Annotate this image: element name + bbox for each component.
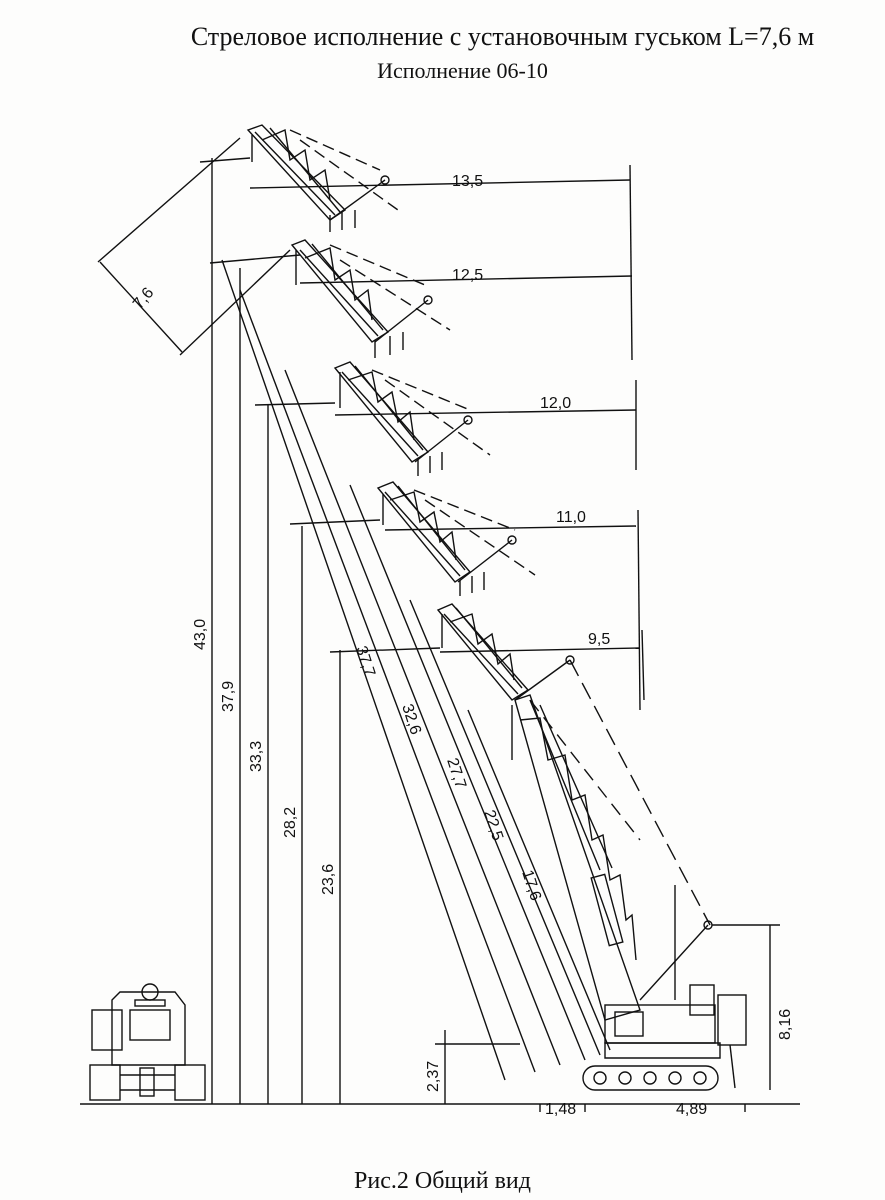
radius-label-4: 11,0 — [556, 509, 586, 526]
boom-length-label-1: 37,7 — [352, 644, 378, 679]
boom-tip-5 — [436, 603, 575, 760]
track-left-label: 1,48 — [545, 1101, 576, 1118]
radius-dimension-lines — [249, 164, 645, 711]
base-height-label: 8,16 — [777, 1009, 794, 1040]
boom-length-label-3: 27,7 — [443, 756, 469, 791]
pivot-height-label: 2,37 — [425, 1061, 442, 1092]
boom-length-lines — [221, 259, 611, 1081]
figure-caption: Рис.2 Общий вид — [354, 1168, 531, 1194]
boom-tip-1 — [246, 124, 399, 232]
height-label-4: 28,2 — [282, 807, 299, 838]
drawing-title: Стреловое исполнение с установочным гусь… — [190, 22, 815, 51]
radius-label-2: 12,5 — [452, 267, 483, 284]
jib-dimension — [97, 137, 291, 356]
boom-length-label-5: 17,6 — [518, 868, 544, 903]
height-label-3: 33,3 — [248, 741, 265, 772]
height-dimension-lines — [199, 157, 441, 1104]
track-right-label: 4,89 — [676, 1101, 707, 1118]
crane-base — [582, 984, 747, 1091]
drawing-subtitle: Исполнение 06-10 — [377, 58, 548, 83]
boom-tip-4 — [376, 481, 536, 596]
height-label-2: 37,9 — [220, 681, 237, 712]
main-boom — [514, 659, 713, 1021]
crane-front-view — [89, 983, 206, 1101]
radius-label-1: 13,5 — [452, 173, 483, 190]
jib-length-label: 7,6 — [130, 285, 157, 313]
height-label-1: 43,0 — [192, 619, 209, 650]
radius-label-5: 9,5 — [588, 631, 610, 648]
base-dimension-lines — [435, 924, 780, 1112]
height-label-5: 23,6 — [320, 864, 337, 895]
boom-tip-3 — [333, 361, 491, 476]
boom-tip-2 — [290, 239, 451, 358]
radius-label-3: 12,0 — [540, 395, 571, 412]
boom-length-label-4: 22,5 — [480, 808, 506, 843]
